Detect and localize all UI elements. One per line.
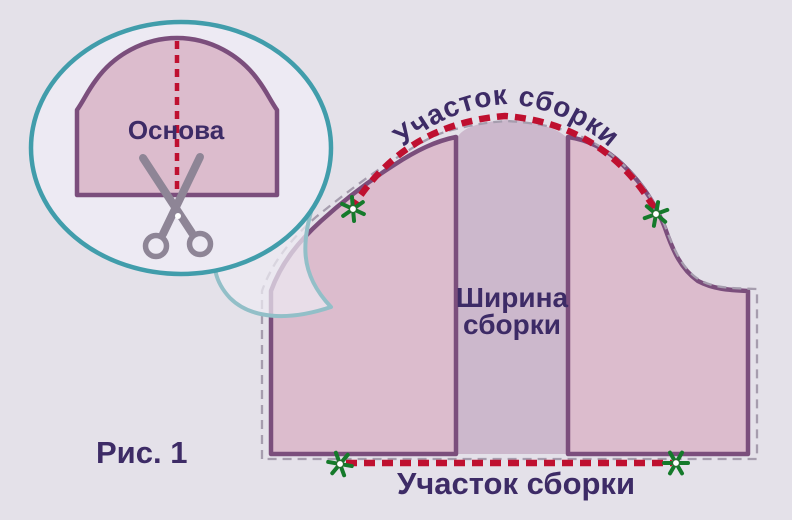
gather-section-bottom-label: Участок сборки: [397, 466, 635, 501]
gather-width-label-line2: сборки: [463, 309, 561, 340]
snip-mark-icon: [642, 200, 670, 228]
gather-section-top-line: [348, 112, 660, 215]
snip-mark-icon: [662, 450, 690, 476]
snip-mark-icon: [326, 450, 354, 478]
gather-width-strip: [456, 120, 568, 454]
snip-mark-icon: [340, 195, 366, 223]
figure-caption: Рис. 1: [96, 435, 187, 470]
gather-width-label-line1: Ширина: [456, 282, 569, 313]
new-outline-dashed: [260, 119, 759, 461]
speech-bubble: Основа: [28, 19, 334, 318]
scissors-icon: [139, 153, 214, 260]
base-label: Основа: [128, 115, 225, 145]
